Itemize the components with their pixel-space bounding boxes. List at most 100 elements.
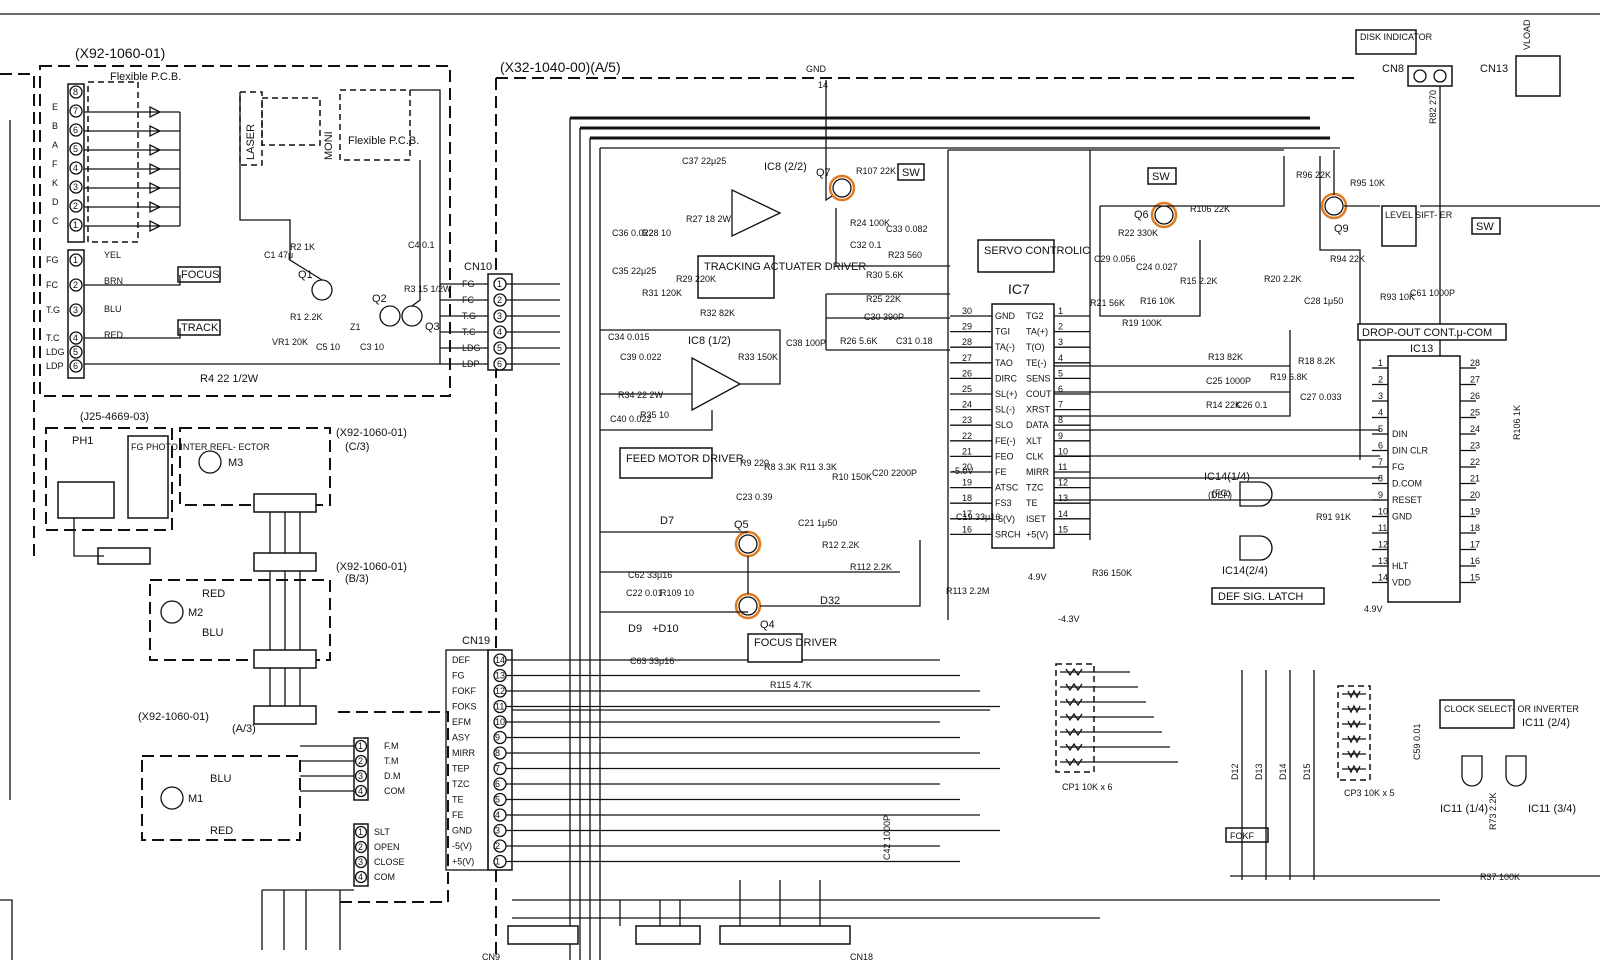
sw1-label: SW (902, 167, 920, 179)
ic8-tracking-opamp (731, 188, 782, 238)
r94-label: R94 22K (1330, 254, 1365, 264)
r34-label: R34 22 2W (618, 390, 664, 400)
cn19-pin-label: FE (452, 810, 464, 820)
ic7-right-pin: ISET (1026, 514, 1047, 524)
m2-label: M2 (188, 607, 203, 619)
cn19-pin-label: +5(V) (452, 857, 474, 867)
c63-label: C63 33μ16 (630, 656, 674, 666)
ic13-left-pin-number: 7 (1378, 457, 1383, 467)
cn19-pin-label: EFM (452, 717, 471, 727)
a3-pin-label: D.M (384, 771, 401, 781)
c28-label: C28 1μ50 (1304, 296, 1343, 306)
ic7-left-pin: DIRC (995, 373, 1017, 383)
left-conn-num: 2 (73, 280, 78, 290)
c34-label: C34 0.015 (608, 332, 650, 342)
ic13-left-pin-number: 12 (1378, 540, 1388, 550)
ic13-left-pin-number: 2 (1378, 375, 1383, 385)
flex-pin-number: 2 (73, 201, 78, 211)
ic8a-label: IC8 (2/2) (764, 161, 807, 173)
q7-transistor (832, 178, 852, 198)
ic7-left-pin: FE (995, 467, 1007, 477)
ic13-left-pin-number: 13 (1378, 556, 1388, 566)
r96-label: R96 22K (1296, 170, 1331, 180)
left-conn-label: FC (46, 280, 58, 290)
ic14b-label: IC14(2/4) (1222, 565, 1268, 577)
gnd-label: GND (806, 64, 827, 74)
ic13-left-pin-number: 3 (1378, 391, 1383, 401)
q7-highlight (828, 174, 856, 202)
cn19-pin-label: DEF (452, 655, 471, 665)
ic7-left-pin-number: 30 (962, 306, 972, 316)
feed-motor-driver-label: FEED MOTOR DRIVER (626, 453, 744, 465)
r106-label: R106 22K (1190, 204, 1230, 214)
cn19-pin-number: 8 (495, 748, 500, 758)
cn19-pin-number: 4 (495, 810, 500, 820)
a3-pin-number: 4 (358, 786, 363, 796)
cn19-pin-number: 10 (495, 717, 505, 727)
flex-letter: F (52, 159, 58, 169)
cn19-pin-number: 7 (495, 764, 500, 774)
d9-label: D9 (628, 623, 642, 635)
ic7-right-pin-number: 6 (1058, 384, 1063, 394)
ic11a-label: IC11 (1/4) (1440, 803, 1488, 815)
sw-pin-label: SLT (374, 827, 390, 837)
r109-label: R109 10 (660, 588, 694, 598)
cn10-pin-number: 6 (497, 359, 502, 369)
disk-indicator-label: DISK INDICATOR (1360, 32, 1433, 42)
cn19-pin-number: 12 (495, 686, 505, 696)
ic7-right-pin-number: 11 (1058, 462, 1067, 472)
ic7-right-pin: CLK (1026, 451, 1044, 461)
ic7-right-pin-number: 1 (1058, 306, 1063, 316)
cn10-label: CN10 (464, 261, 492, 273)
cp1-label: CP1 10K x 6 (1062, 782, 1113, 792)
wire-color-label: RED (104, 330, 124, 340)
a3-pin-label: F.M (384, 741, 399, 751)
c20-label: C20 2200P (872, 468, 917, 478)
r15-label: R15 2.2K (1180, 276, 1218, 286)
c36-label: C36 0.022 (612, 228, 654, 238)
c24-label: C24 0.027 (1136, 262, 1178, 272)
sw-pin-number: 3 (358, 857, 363, 867)
left-conn-pin (69, 331, 83, 345)
vload-label: VLOAD (1522, 19, 1532, 50)
r3-label: R3 15 1/2W (404, 284, 452, 294)
ic7-right-pin: COUT (1026, 389, 1052, 399)
r91-label: R91 91K (1316, 512, 1351, 522)
q6-label: Q6 (1134, 209, 1149, 221)
flex-letter: E (52, 102, 58, 112)
ic7-right-pin: SENS (1026, 373, 1051, 383)
ic13-label: IC13 (1410, 343, 1433, 355)
r106b-label: R106 1K (1512, 405, 1522, 440)
c27-label: C27 0.033 (1300, 392, 1342, 402)
flex-pcb-label-1: Flexible P.C.B. (110, 71, 181, 83)
ic7-right-pin-number: 7 (1058, 400, 1063, 410)
ic13-right-pin-number: 20 (1470, 490, 1480, 500)
r95-label: R95 10K (1350, 178, 1385, 188)
m1-red-wire: RED (210, 825, 233, 837)
ic7-left-pin: FE(-) (995, 436, 1016, 446)
r9-label: R9 220 (740, 458, 769, 468)
main-module-label: (X32-1040-00)(A/5) (500, 59, 621, 75)
ic13-left-pin-number: 5 (1378, 424, 1383, 434)
ic13-right-pin-number: 26 (1470, 391, 1480, 401)
flex-pin-number: 6 (73, 125, 78, 135)
ic11b-label: IC11 (3/4) (1528, 803, 1576, 815)
ic13-left-pin-number: 9 (1378, 490, 1383, 500)
r35-label: R35 10 (640, 410, 669, 420)
a3-pin-number: 1 (358, 741, 363, 751)
ic7-left-pin-number: 16 (962, 524, 972, 534)
ic13-right-pin-number: 23 (1470, 441, 1480, 451)
ic7-right-pin: XLT (1026, 436, 1042, 446)
ic13-left-pin-number: 14 (1378, 573, 1388, 583)
r107-label: R107 22K (856, 166, 896, 176)
flex-letter: C (52, 216, 59, 226)
cn19-pin-label: GND (452, 826, 473, 836)
flex-pin-number: 7 (73, 106, 78, 116)
ic7-left-pin: TGI (995, 327, 1010, 337)
q7-label: Q7 (816, 167, 831, 179)
q9-label: Q9 (1334, 223, 1349, 235)
c25-label: C25 1000P (1206, 376, 1251, 386)
diode-icon (149, 124, 162, 138)
sw-pin-number: 1 (358, 827, 363, 837)
ic7-right-pin: TG2 (1026, 311, 1044, 321)
